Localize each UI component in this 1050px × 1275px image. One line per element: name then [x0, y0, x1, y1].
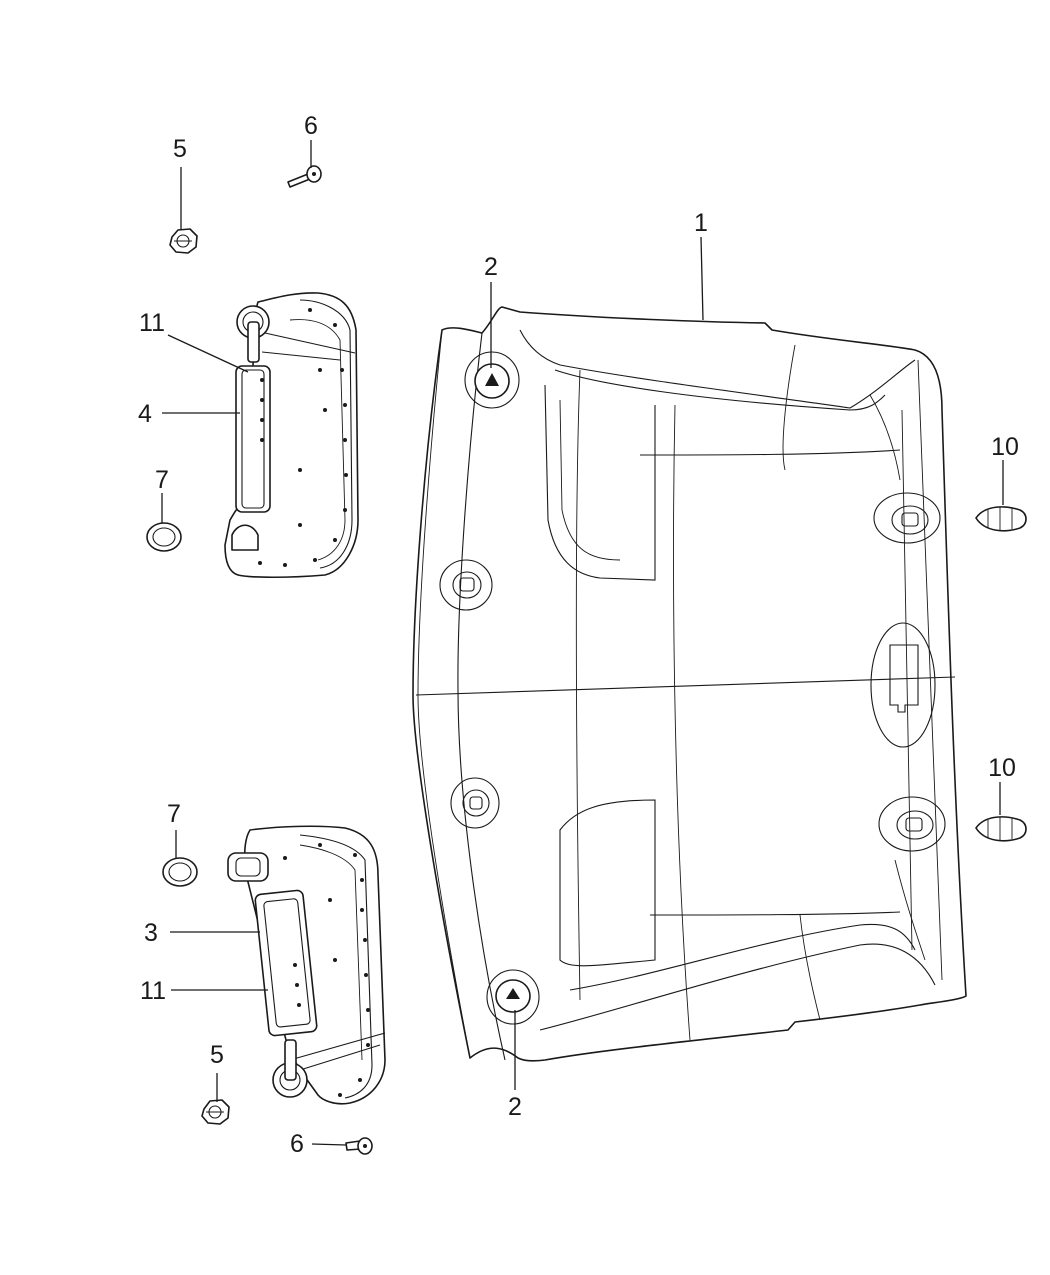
callout-6-lower: 6: [290, 1130, 304, 1158]
callout-11-lower: 11: [140, 977, 166, 1005]
callout-2-rear: 2: [508, 1093, 522, 1121]
clip-lower: [201, 1099, 230, 1125]
plug-lower: [162, 857, 198, 887]
sun-visor-left: [224, 292, 359, 579]
hook-lower: [975, 816, 1027, 842]
callout-6-upper: 6: [304, 112, 318, 140]
bezel-front: [464, 351, 520, 409]
side-retainer-upper: [439, 559, 493, 611]
callout-5-upper: 5: [173, 135, 187, 163]
side-retainer-lower: [450, 777, 500, 829]
callout-5-lower: 5: [210, 1041, 224, 1069]
screw-lower: [345, 1137, 373, 1155]
sun-visor-right: [227, 825, 386, 1105]
hook-upper: [975, 506, 1027, 532]
screw-upper: [287, 165, 322, 188]
callout-11-upper: 11: [139, 309, 165, 337]
bezel-rear: [486, 969, 540, 1025]
console-opening: [870, 622, 936, 748]
rear-retainer-upper: [873, 492, 941, 544]
callout-3: 3: [144, 919, 158, 947]
callout-1: 1: [694, 209, 708, 237]
rear-retainer-lower: [878, 796, 946, 852]
callout-numbers: 1 2 2 3 4 5 5 6 6 7 7 10 10 11 11: [138, 112, 1019, 1158]
callout-10-upper: 10: [991, 433, 1019, 461]
leader-lines: [161, 140, 1004, 1146]
plug-upper: [146, 522, 182, 552]
headliner: [412, 306, 967, 1062]
callout-4: 4: [138, 400, 152, 428]
clip-upper: [169, 228, 198, 254]
callout-10-lower: 10: [988, 754, 1016, 782]
callout-2-front: 2: [484, 253, 498, 281]
callout-7-upper: 7: [155, 466, 169, 494]
callout-7-lower: 7: [167, 800, 181, 828]
